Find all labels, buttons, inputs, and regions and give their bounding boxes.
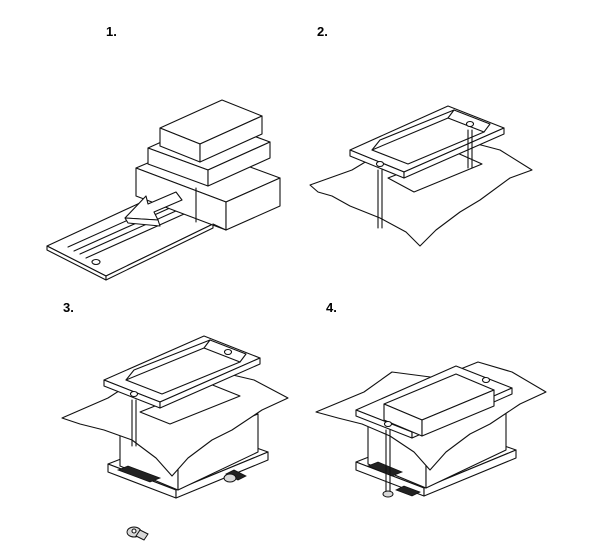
step-2-panel: 2. <box>309 24 533 247</box>
step-2-label: 2. <box>317 24 328 39</box>
step-3-panel: 3. <box>61 300 289 541</box>
step-1-panel: 1. <box>46 24 281 281</box>
step-4-label: 4. <box>326 300 337 315</box>
rail-illustration <box>46 195 214 281</box>
frame-with-module <box>355 365 513 498</box>
wing-nut-icon <box>126 473 237 541</box>
module-housing <box>135 99 281 231</box>
step-1-label: 1. <box>106 24 117 39</box>
frame-plate <box>349 105 505 229</box>
panel-sheet <box>309 139 533 247</box>
frame-plate-3 <box>103 335 261 447</box>
step-3-label: 3. <box>63 300 74 315</box>
step-4-panel: 4. <box>315 300 547 498</box>
insertion-arrow <box>124 191 183 227</box>
